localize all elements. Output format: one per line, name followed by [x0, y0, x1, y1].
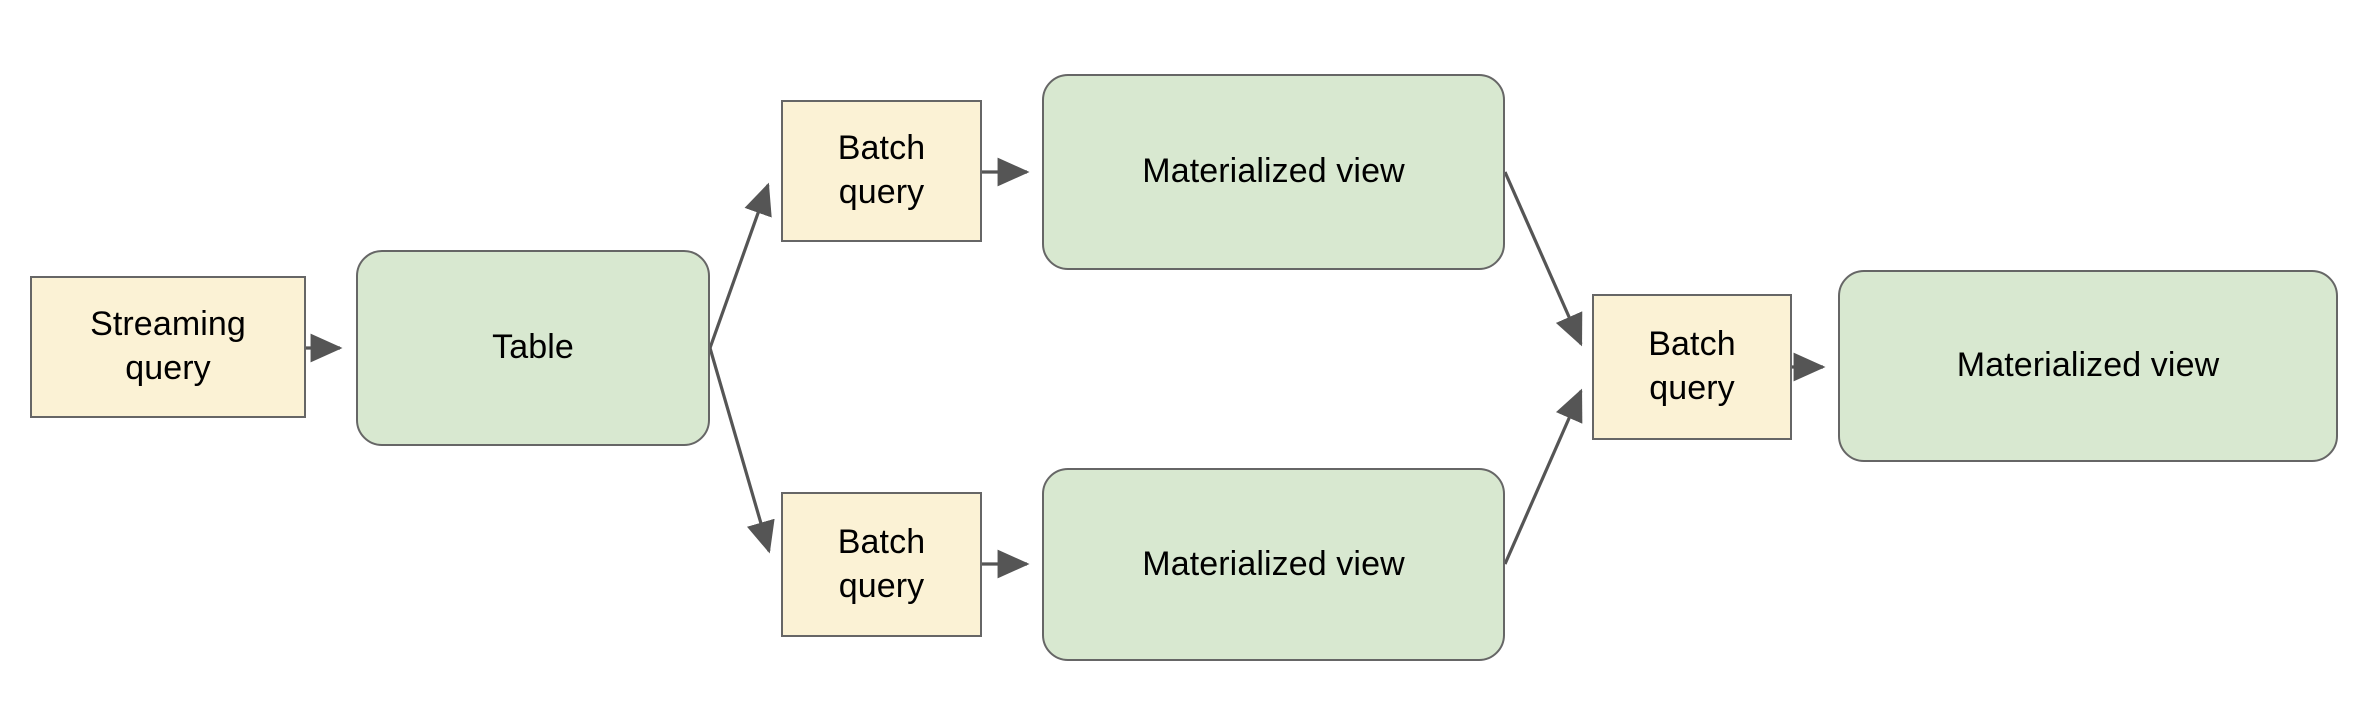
node-label: Batch query [837, 522, 926, 605]
edge-materialized-view-bottom-to-batch-query-join [1503, 388, 1583, 565]
edge-table-to-batch-query-bottom [708, 347, 775, 554]
node-batch-query-top[interactable]: Batch query [781, 100, 982, 242]
node-batch-query-join[interactable]: Batch query [1592, 294, 1792, 440]
node-table[interactable]: Table [356, 250, 710, 446]
node-label: Streaming query [90, 305, 246, 387]
node-label: Materialized view [1142, 152, 1405, 191]
node-label: Materialized view [1142, 544, 1405, 583]
node-label: Table [492, 328, 574, 367]
node-label: Batch query [837, 129, 926, 211]
node-label: Batch query [1648, 325, 1736, 407]
edge-table-to-batch-query-top [708, 182, 772, 349]
node-label: Materialized view [1956, 346, 2220, 385]
node-materialized-view-top[interactable]: Materialized view [1042, 74, 1505, 270]
node-materialized-view-bottom[interactable]: Materialized view [1042, 468, 1505, 661]
node-streaming-query[interactable]: Streaming query [30, 276, 306, 418]
edge-materialized-view-top-to-batch-query-join [1503, 171, 1583, 347]
node-materialized-view-final[interactable]: Materialized view [1838, 270, 2338, 462]
node-batch-query-bottom[interactable]: Batch query [781, 492, 982, 637]
